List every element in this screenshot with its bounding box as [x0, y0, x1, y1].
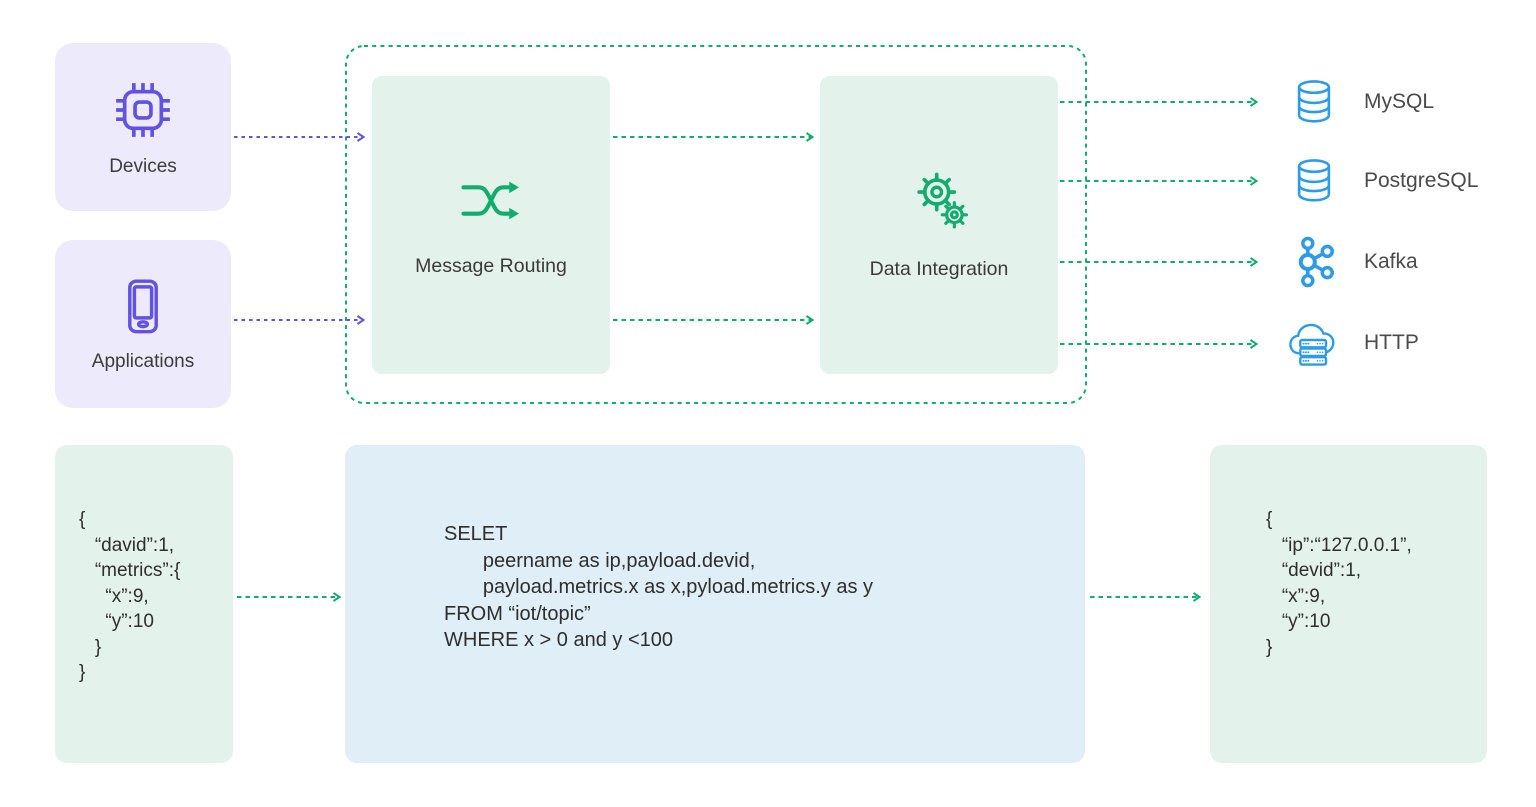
kafka-label: Kafka	[1364, 250, 1418, 273]
code-line: SELET	[444, 523, 508, 545]
code-line: FROM “iot/topic”	[444, 602, 591, 625]
code-line: “y”:10	[1266, 611, 1331, 632]
code-line: WHERE x > 0 and y <100	[444, 629, 674, 651]
kafka-icon	[1288, 235, 1340, 289]
sink-http: HTTP	[1288, 319, 1419, 367]
sink-kafka: Kafka	[1288, 235, 1418, 289]
code-line: “metrics”:{	[79, 560, 181, 581]
code-line: {	[1266, 509, 1273, 530]
code-line: }	[1266, 636, 1273, 658]
database-icon	[1288, 79, 1340, 125]
applications-node: Applications	[55, 240, 231, 408]
output-json-box: { “ip”:“127.0.0.1”, “devid”:1, “x”:9, “y…	[1210, 445, 1487, 763]
sink-mysql: MySQL	[1288, 79, 1434, 125]
code-line: “x”:9,	[79, 585, 149, 607]
code-line: payload.metrics.x as x,pyload.metrics.y …	[444, 576, 874, 598]
output-json-code: { “ip”:“127.0.0.1”, “devid”:1, “x”:9, “y…	[1266, 507, 1412, 660]
code-line: “ip”:“127.0.0.1”,	[1266, 534, 1412, 556]
code-line: “y”:10	[79, 611, 154, 632]
devices-node: Devices	[55, 43, 231, 211]
code-line: “david”:1,	[79, 534, 175, 556]
input-json-code: { “david”:1, “metrics”:{ “x”:9, “y”:10 }…	[79, 507, 180, 686]
tablet-icon	[128, 278, 158, 333]
postgresql-label: PostgreSQL	[1364, 169, 1479, 192]
code-line: peername as ip,payload.devid,	[444, 549, 756, 572]
input-json-box: { “david”:1, “metrics”:{ “x”:9, “y”:10 }…	[55, 445, 233, 763]
sink-postgresql: PostgreSQL	[1288, 158, 1478, 204]
database-icon	[1288, 158, 1340, 204]
rule-sql-code: SELET peername as ip,payload.devid, payl…	[444, 521, 873, 654]
data-integration-node: Data Integration	[820, 76, 1058, 374]
cloud-server-icon	[1288, 319, 1340, 367]
message-routing-label: Message Routing	[415, 254, 567, 277]
mysql-label: MySQL	[1364, 90, 1435, 113]
code-line: “x”:9,	[1266, 585, 1326, 607]
applications-label: Applications	[91, 350, 195, 372]
code-line: }	[79, 662, 86, 683]
gears-icon	[917, 172, 969, 229]
http-label: HTTP	[1364, 331, 1419, 354]
chip-icon	[116, 82, 170, 137]
message-routing-node: Message Routing	[372, 76, 610, 374]
code-line: }	[79, 636, 102, 658]
code-line: “devid”:1,	[1266, 560, 1362, 581]
shuffle-icon	[461, 181, 519, 219]
devices-label: Devices	[109, 155, 177, 177]
code-line: {	[79, 509, 86, 530]
data-integration-label: Data Integration	[869, 258, 1009, 280]
rule-sql-box: SELET peername as ip,payload.devid, payl…	[345, 445, 1085, 763]
